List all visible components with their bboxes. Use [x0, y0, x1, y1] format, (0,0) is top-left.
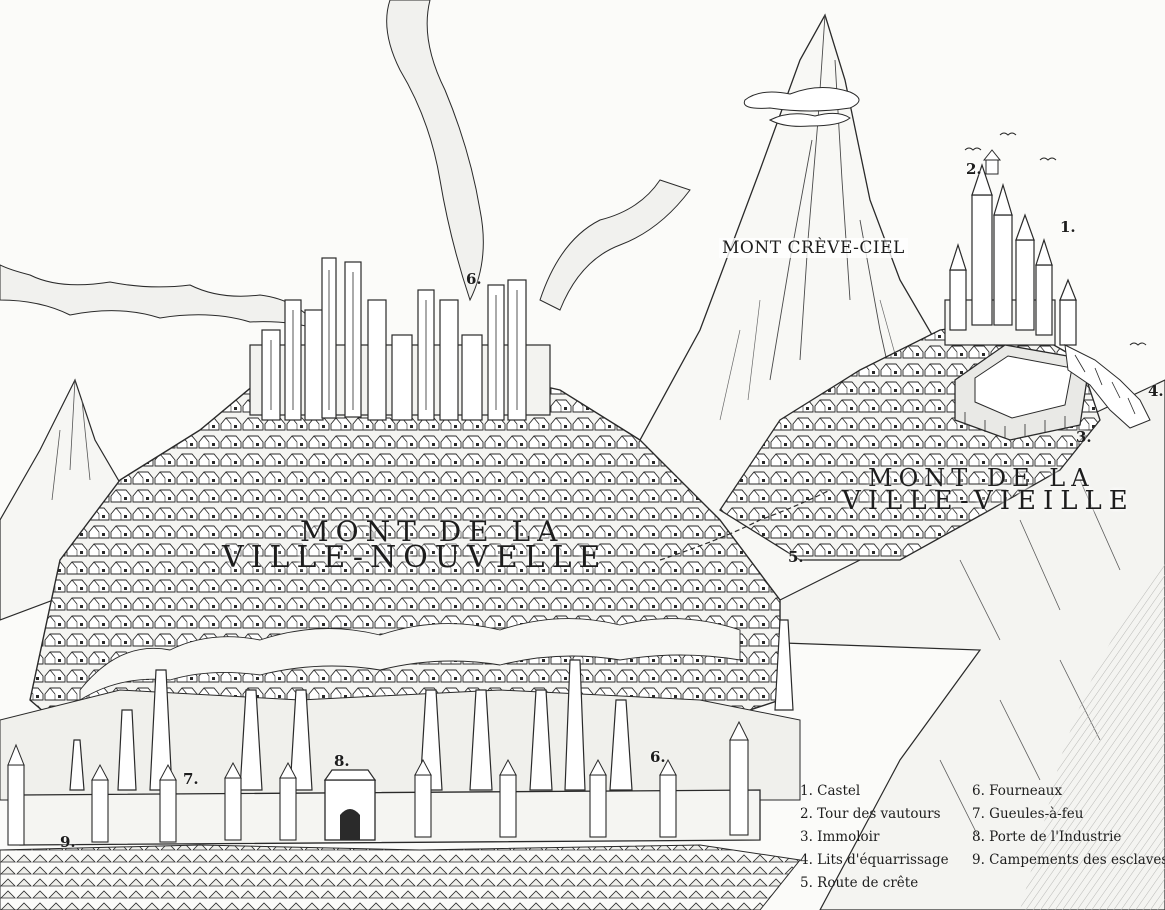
- immoloir-arena: [954, 344, 1091, 441]
- marker-5: 5.: [788, 548, 804, 566]
- legend-item: 2. Tour des vautours: [800, 806, 941, 822]
- vultures: [964, 132, 1147, 346]
- map-legend-right: 6. Fourneaux 7. Gueules-à-feu 8. Porte d…: [972, 780, 1165, 872]
- campements-des-esclaves: [0, 844, 801, 910]
- furnace-smoke: [0, 0, 691, 331]
- map-legend-left: 1. Castel 2. Tour des vautours 3. Immolo…: [800, 780, 949, 895]
- marker-4: 4.: [1148, 382, 1164, 400]
- right-ridge: [699, 379, 1165, 910]
- legend-item: 1. Castel: [800, 783, 861, 799]
- legend-item: 7. Gueules-à-feu: [972, 806, 1084, 822]
- marker-2: 2.: [966, 160, 982, 178]
- fourneaux-towers: [249, 257, 551, 421]
- legend-item: 8. Porte de l'Industrie: [972, 829, 1122, 845]
- marker-6-bottom: 6.: [650, 748, 666, 766]
- marker-1: 1.: [1060, 218, 1076, 236]
- label-ville-nouvelle-line1: MONT DE LA: [300, 515, 565, 548]
- label-ville-nouvelle-line2: VILLE-NOUVELLE: [222, 540, 608, 575]
- label-ville-vieille-line1: MONT DE LA: [868, 464, 1095, 492]
- legend-item: 3. Immoloir: [800, 829, 880, 845]
- porte-de-l-industrie: [323, 769, 377, 841]
- marker-8: 8.: [334, 752, 350, 770]
- label-mont-creve-ciel: MONT CRÈVE-CIEL: [719, 238, 908, 258]
- marker-6-top: 6.: [466, 270, 482, 288]
- city-wall: [7, 720, 761, 846]
- castel-building: [944, 149, 1077, 346]
- legend-item: 4. Lits d'équarrissage: [800, 852, 949, 868]
- route-de-crete: [659, 489, 831, 561]
- label-ville-vieille-line2: VILLE-VIEILLE: [842, 486, 1135, 516]
- marker-9: 9.: [60, 833, 76, 851]
- equarrissage-stairs: [1064, 344, 1151, 429]
- marker-3: 3.: [1076, 428, 1092, 446]
- legend-item: 5. Route de crête: [800, 875, 919, 891]
- marker-7: 7.: [183, 770, 199, 788]
- legend-item: 6. Fourneaux: [972, 783, 1063, 799]
- legend-item: 9. Campements des esclaves: [972, 852, 1165, 868]
